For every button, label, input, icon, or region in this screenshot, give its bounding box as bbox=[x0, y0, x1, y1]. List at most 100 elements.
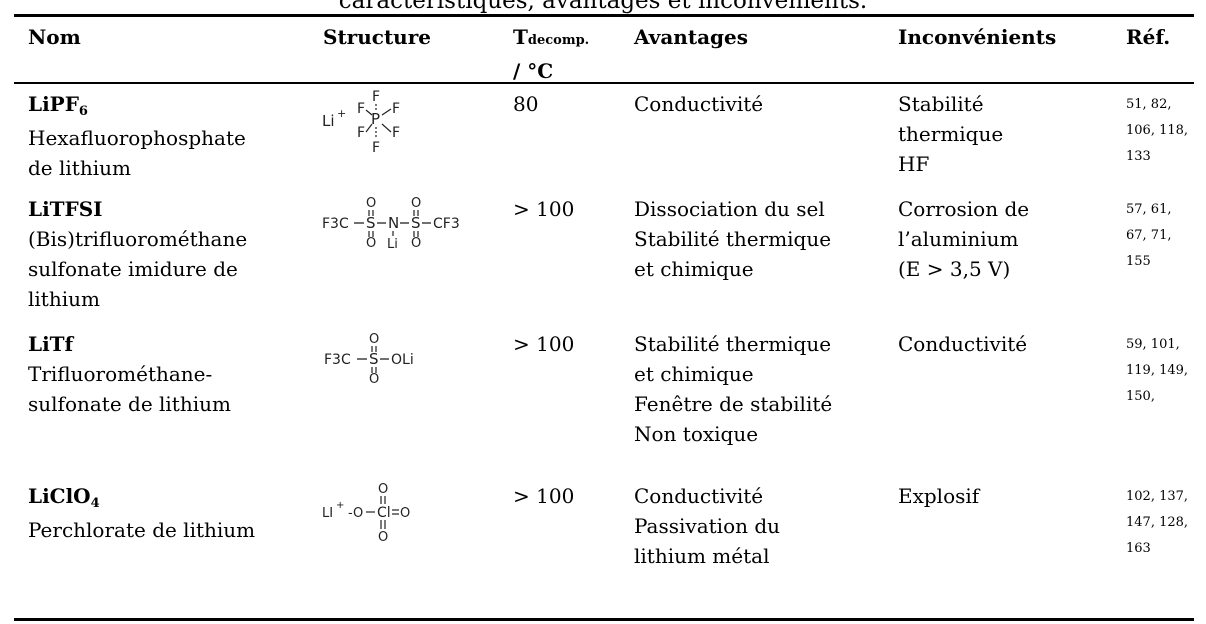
struct-f: F bbox=[392, 125, 400, 141]
avantages-lipf6: Conductivité bbox=[634, 89, 763, 119]
struct-s: S bbox=[411, 214, 421, 232]
struct-n: N bbox=[388, 214, 399, 232]
formula-sub-lipf6: 6 bbox=[78, 104, 88, 119]
struct-om: -O bbox=[348, 506, 363, 521]
name-line: Hexafluorophosphate bbox=[28, 126, 246, 150]
table-header-rule bbox=[14, 82, 1194, 84]
struct-eqo: O bbox=[400, 506, 410, 521]
avantage-line: Conductivité bbox=[634, 92, 764, 116]
name-line: sulfonate de lithium bbox=[28, 392, 231, 416]
structure-litfsi: F3C S O O N Li S O O CF3 bbox=[322, 196, 460, 252]
ref-line: 150, bbox=[1126, 389, 1155, 404]
inconvenient-line: Conductivité bbox=[898, 332, 1028, 356]
struct-o: O bbox=[366, 236, 376, 251]
name-line: (Bis)trifluorométhane bbox=[28, 227, 248, 251]
refs-litfsi: 57, 61, 67, 71, 155 bbox=[1126, 197, 1171, 275]
header-tdecomp: Tdecomp. / °C bbox=[513, 22, 589, 86]
ref-line: 119, 149, bbox=[1126, 363, 1189, 378]
avantage-line: et chimique bbox=[634, 362, 754, 386]
table-bottom-rule bbox=[14, 618, 1194, 621]
struct-cf3r: CF3 bbox=[433, 216, 460, 232]
struct-li: Li bbox=[387, 237, 398, 252]
ref-line: 51, 82, bbox=[1126, 97, 1172, 112]
inconvenient-line: Corrosion de bbox=[898, 197, 1030, 221]
inconvenient-line: Explosif bbox=[898, 484, 980, 508]
refs-liclo4: 102, 137, 147, 128, 163 bbox=[1126, 484, 1188, 562]
struct-f: F bbox=[372, 89, 380, 105]
ref-line: 67, 71, bbox=[1126, 228, 1172, 243]
struct-cf3: F3C bbox=[324, 352, 351, 368]
formula-liclo4: LiClO bbox=[28, 484, 91, 508]
table-row-lipf6-name: LiPF6 Hexafluorophosphate de lithium bbox=[28, 89, 246, 183]
struct-f: F bbox=[357, 101, 365, 117]
ref-line: 163 bbox=[1126, 541, 1151, 556]
refs-litf: 59, 101, 119, 149, 150, bbox=[1126, 332, 1188, 410]
struct-o: O bbox=[369, 332, 379, 347]
tdecomp-liclo4: > 100 bbox=[513, 484, 575, 508]
table-caption: caractéristiques, avantages et inconvéni… bbox=[338, 0, 868, 14]
struct-o: O bbox=[411, 236, 421, 251]
inconvenients-lipf6: Stabilité thermique HF bbox=[898, 89, 1003, 179]
ref-line: 57, 61, bbox=[1126, 202, 1172, 217]
name-line: Trifluorométhane- bbox=[28, 362, 213, 386]
avantage-line: Non toxique bbox=[634, 422, 759, 446]
inconvenients-litfsi: Corrosion de l’aluminium (E > 3,5 V) bbox=[898, 194, 1029, 284]
ref-line: 147, 128, bbox=[1126, 515, 1189, 530]
struct-charge: + bbox=[336, 500, 344, 511]
structure-liclo4: LI + -O Cl O O O bbox=[322, 482, 410, 545]
header-inconvenients: Inconvénients bbox=[898, 25, 1057, 49]
tdecomp-litfsi: > 100 bbox=[513, 197, 575, 221]
name-line: lithium bbox=[28, 287, 100, 311]
inconvenient-line: l’aluminium bbox=[898, 227, 1019, 251]
avantage-line: Dissociation du sel bbox=[634, 197, 825, 221]
table-top-rule bbox=[14, 14, 1194, 17]
struct-o: O bbox=[378, 530, 388, 545]
struct-o: O bbox=[411, 196, 421, 211]
formula-lipf6: LiPF bbox=[28, 92, 79, 116]
avantage-line: Conductivité bbox=[634, 484, 764, 508]
struct-p: P bbox=[371, 110, 380, 128]
ref-line: 59, 101, bbox=[1126, 337, 1180, 352]
struct-o: O bbox=[366, 196, 376, 211]
struct-f: F bbox=[357, 125, 365, 141]
ref-line: 102, 137, bbox=[1126, 489, 1189, 504]
inconvenients-liclo4: Explosif bbox=[898, 481, 979, 511]
struct-cf3: F3C bbox=[322, 216, 349, 232]
avantages-litf: Stabilité thermique et chimique Fenêtre … bbox=[634, 329, 832, 449]
header-avantages: Avantages bbox=[634, 25, 748, 49]
formula-litf: LiTf bbox=[28, 332, 74, 356]
table-row-litfsi-name: LiTFSI (Bis)trifluorométhane sulfonate i… bbox=[28, 194, 247, 314]
avantages-litfsi: Dissociation du sel Stabilité thermique … bbox=[634, 194, 831, 284]
structure-litf: F3C S O O OLi bbox=[324, 332, 414, 387]
tdecomp-lipf6: 80 bbox=[513, 92, 539, 116]
name-line: Perchlorate de lithium bbox=[28, 518, 256, 542]
avantage-line: Passivation du bbox=[634, 514, 781, 538]
header-tdecomp-unit: / °C bbox=[513, 59, 554, 83]
header-tdecomp-main: T bbox=[513, 25, 528, 49]
refs-lipf6: 51, 82, 106, 118, 133 bbox=[1126, 92, 1188, 170]
struct-f: F bbox=[392, 101, 400, 117]
struct-cl: Cl bbox=[377, 505, 391, 521]
avantage-line: Stabilité thermique bbox=[634, 227, 832, 251]
ref-line: 133 bbox=[1126, 149, 1151, 164]
header-ref: Réf. bbox=[1126, 25, 1171, 49]
avantage-line: et chimique bbox=[634, 257, 754, 281]
tdecomp-litf: > 100 bbox=[513, 332, 575, 356]
struct-cation: LI bbox=[322, 506, 333, 521]
structure-lipf6: Li + F F F P F F F bbox=[322, 89, 400, 156]
formula-sub-liclo4: 4 bbox=[90, 496, 100, 511]
struct-s: S bbox=[366, 214, 376, 232]
name-line: de lithium bbox=[28, 156, 131, 180]
inconvenients-litf: Conductivité bbox=[898, 329, 1027, 359]
header-structure: Structure bbox=[323, 25, 431, 49]
ref-line: 155 bbox=[1126, 254, 1151, 269]
avantage-line: Stabilité thermique bbox=[634, 332, 832, 356]
formula-litfsi: LiTFSI bbox=[28, 197, 103, 221]
ref-line: 106, 118, bbox=[1126, 123, 1189, 138]
avantage-line: lithium métal bbox=[634, 544, 770, 568]
struct-oli: OLi bbox=[391, 352, 414, 368]
struct-f: F bbox=[372, 140, 380, 156]
header-tdecomp-sub: decomp. bbox=[527, 33, 590, 48]
avantage-line: Fenêtre de stabilité bbox=[634, 392, 833, 416]
struct-s: S bbox=[369, 350, 379, 368]
